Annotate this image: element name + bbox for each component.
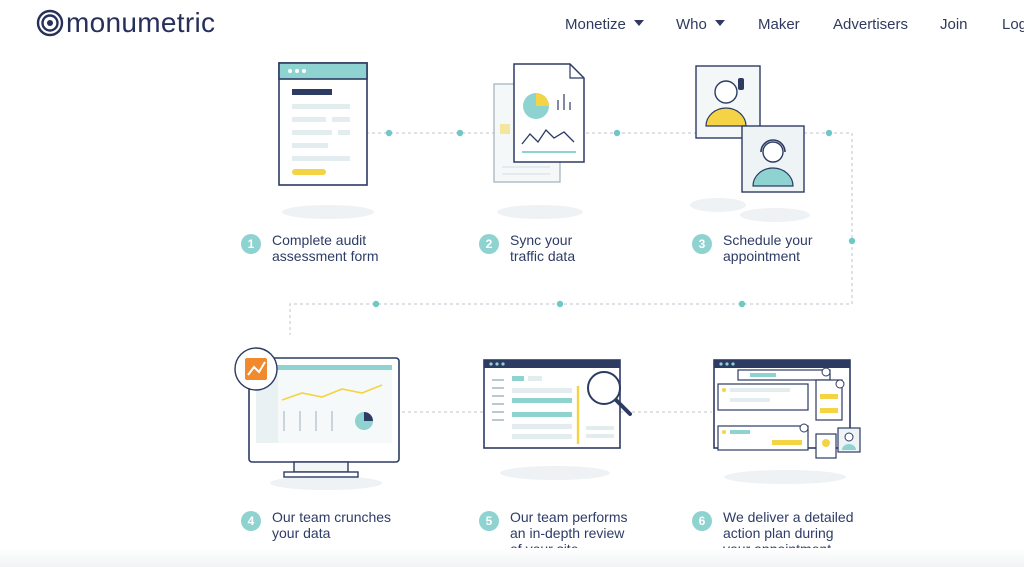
page-bottom-fade — [0, 548, 1024, 567]
illustration-shadow — [724, 470, 846, 484]
site-review-illustration — [483, 359, 632, 449]
step-3-label: Schedule your appointment — [723, 232, 893, 264]
data-dashboard-illustration — [234, 347, 400, 478]
step-5-line-2: an in-depth review — [510, 525, 625, 541]
nav-join[interactable]: Join — [940, 16, 968, 33]
illustration-shadow — [497, 205, 583, 219]
audit-form-illustration — [278, 62, 368, 186]
illustration-shadow — [690, 198, 746, 212]
step-1-label: Complete audit assessment form — [272, 232, 442, 264]
step-4-label: Our team crunches your data — [272, 509, 442, 541]
logo-mark-icon — [36, 9, 64, 37]
step-6-number: 6 — [692, 511, 712, 531]
site-header: monumetric Monetize Who Maker Advertiser… — [0, 0, 1024, 52]
nav-who-label: Who — [676, 16, 707, 33]
illustration-shadow — [500, 466, 610, 480]
step-1-line-1: Complete audit — [272, 232, 367, 248]
step-1-line-2: assessment form — [272, 248, 379, 264]
step-3-number: 3 — [692, 234, 712, 254]
chevron-down-icon — [714, 20, 725, 26]
step-2-line-2: traffic data — [510, 248, 576, 264]
step-6-line-1: We deliver a detailed — [723, 509, 854, 525]
illustration-shadow — [282, 205, 374, 219]
nav-maker[interactable]: Maker — [758, 16, 800, 33]
step-2-line-1: Sync your — [510, 232, 573, 248]
step-4-line-2: your data — [272, 525, 331, 541]
step-4-number: 4 — [241, 511, 261, 531]
step-6-line-2: action plan during — [723, 525, 834, 541]
illustration-shadow — [270, 476, 382, 490]
illustration-shadow — [740, 208, 810, 222]
chevron-down-icon — [633, 20, 644, 26]
step-5-line-1: Our team performs — [510, 509, 628, 525]
step-4-line-1: Our team crunches — [272, 509, 392, 525]
nav-login[interactable]: Log — [1002, 16, 1024, 33]
step-3-line-2: appointment — [723, 248, 801, 264]
step-2-label: Sync your traffic data — [510, 232, 680, 264]
step-3-line-1: Schedule your — [723, 232, 813, 248]
step-5-number: 5 — [479, 511, 499, 531]
nav-monetize-label: Monetize — [565, 16, 626, 33]
traffic-data-illustration — [493, 63, 585, 183]
step-2-number: 2 — [479, 234, 499, 254]
logo-text: monumetric — [66, 7, 216, 38]
nav-monetize[interactable]: Monetize — [565, 15, 644, 35]
action-plan-illustration — [713, 359, 861, 459]
nav-who[interactable]: Who — [676, 15, 725, 35]
logo[interactable]: monumetric — [36, 9, 215, 37]
appointment-illustration — [695, 65, 805, 193]
main-nav: Monetize Who Maker Advertisers Join Log — [0, 0, 1024, 52]
nav-advertisers[interactable]: Advertisers — [833, 16, 909, 33]
step-1-number: 1 — [241, 234, 261, 254]
